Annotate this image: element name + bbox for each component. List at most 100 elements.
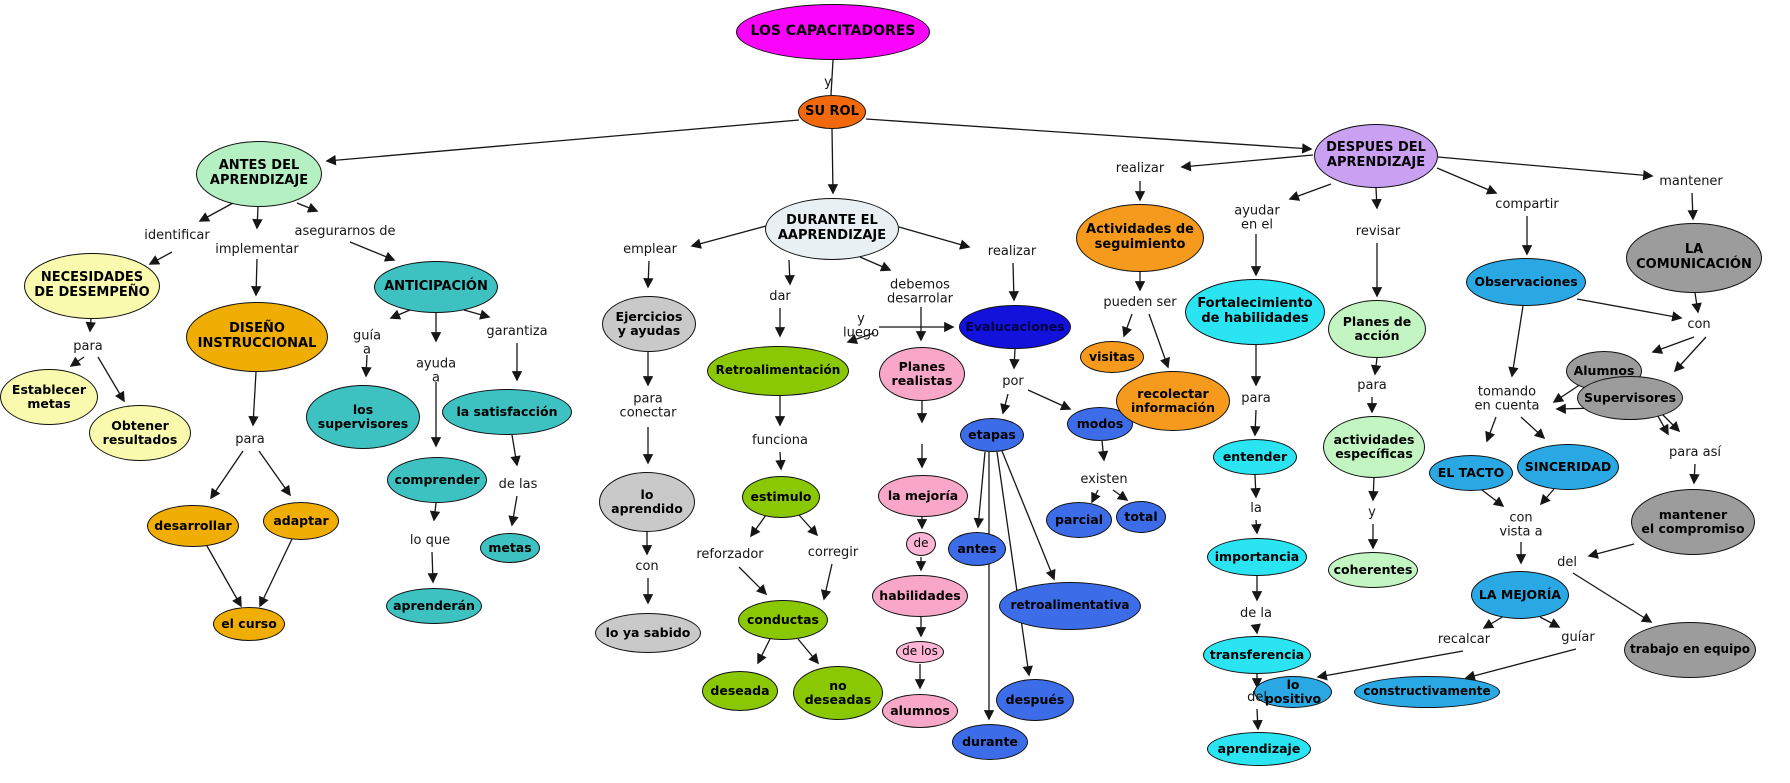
node-durante[interactable]: durante xyxy=(952,724,1028,760)
link-label-con-35[interactable]: con xyxy=(1687,316,1711,332)
node-parcial[interactable]: parcial xyxy=(1046,502,1112,538)
link-label-para-5[interactable]: para xyxy=(235,431,265,447)
link-label-tomando-en-cuenta-36[interactable]: tomando en cuenta xyxy=(1474,384,1540,414)
node-antes[interactable]: antes xyxy=(948,532,1006,566)
node-observaciones[interactable]: Observaciones xyxy=(1466,258,1586,306)
node-lo-ya-sabido[interactable]: lo ya sabido xyxy=(595,613,701,653)
node-necesidades-de-desempeno[interactable]: NECESIDADES DE DESEMPEÑO xyxy=(24,253,160,319)
node-visitas[interactable]: visitas xyxy=(1080,341,1144,373)
node-trabajo-en-equipo[interactable]: trabajo en equipo xyxy=(1624,622,1756,678)
link-label-guiar-39[interactable]: guíar xyxy=(1561,629,1595,645)
link-label-del-29[interactable]: del xyxy=(1247,689,1267,705)
link-label-compartir-33[interactable]: compartir xyxy=(1495,196,1559,212)
node-comprender[interactable]: comprender xyxy=(387,457,487,503)
node-estimulo[interactable]: estimulo xyxy=(742,476,820,518)
node-modos[interactable]: modos xyxy=(1067,407,1133,441)
link-label-con-14[interactable]: con xyxy=(635,558,659,574)
node-metas[interactable]: metas xyxy=(480,533,540,563)
link-label-emplear-11[interactable]: emplear xyxy=(623,241,677,257)
node-coherentes[interactable]: coherentes xyxy=(1328,552,1418,588)
node-constructivamente[interactable]: constructivamente xyxy=(1354,676,1500,708)
node-adaptar[interactable]: adaptar xyxy=(263,502,339,540)
node-desarrollar[interactable]: desarrollar xyxy=(147,505,239,547)
node-total[interactable]: total xyxy=(1116,501,1166,533)
link-label-revisar-30[interactable]: revisar xyxy=(1355,223,1401,239)
node-despues[interactable]: después xyxy=(996,679,1074,721)
node-actividades-especificas[interactable]: actividades específicas xyxy=(1323,416,1425,478)
link-label-la-27[interactable]: la xyxy=(1250,500,1262,516)
link-label-por-21[interactable]: por xyxy=(1002,373,1024,389)
link-label-funciona-15[interactable]: funciona xyxy=(752,432,808,448)
node-aprenderan[interactable]: aprenderán xyxy=(386,588,482,624)
link-label-para-asi-40[interactable]: para así xyxy=(1668,444,1722,460)
node-durante-el-aaprendizaje[interactable]: DURANTE EL AAPRENDIZAJE xyxy=(765,198,899,260)
node-retroalimentativa[interactable]: retroalimentativa xyxy=(999,582,1141,630)
node-deseada[interactable]: deseada xyxy=(702,671,778,711)
node-transferencia[interactable]: transferencia xyxy=(1203,636,1311,674)
node-retroalimentacion[interactable]: Retroalimentación xyxy=(707,346,849,396)
node-etapas[interactable]: etapas xyxy=(960,418,1024,452)
node-actividades-de-seguimiento[interactable]: Actividades de seguimiento xyxy=(1076,204,1204,272)
link-label-corregir-17[interactable]: corregir xyxy=(807,544,859,560)
node-los-capacitadores[interactable]: LOS CAPACITADORES xyxy=(736,4,930,60)
link-label-para-26[interactable]: para xyxy=(1241,390,1271,406)
node-la-satisfaccion[interactable]: la satisfacción xyxy=(442,389,572,435)
link-label-y-32[interactable]: y xyxy=(1368,504,1376,520)
node-habilidades[interactable]: habilidades xyxy=(872,575,968,617)
node-importancia[interactable]: importancia xyxy=(1207,538,1307,576)
node-anticipacion[interactable]: ANTICIPACIÓN xyxy=(374,261,498,313)
node-lo-positivo[interactable]: lo positivo xyxy=(1254,676,1332,708)
node-obtener-resultados[interactable]: Obtener resultados xyxy=(89,405,191,461)
link-label-realizar-23[interactable]: realizar xyxy=(1115,160,1165,176)
node-de-los-conector[interactable]: de los xyxy=(896,641,944,663)
link-label-identificar-1[interactable]: identificar xyxy=(144,227,210,243)
link-label-reforzador-16[interactable]: reforzador xyxy=(696,546,764,562)
node-planes-de-accion[interactable]: Planes de acción xyxy=(1328,300,1426,358)
node-el-tacto[interactable]: EL TACTO xyxy=(1429,455,1513,491)
link-label-lo-que-9[interactable]: lo que xyxy=(409,532,451,548)
node-de-conector[interactable]: de xyxy=(906,532,936,556)
node-despues-del-aprendizaje[interactable]: DESPUES DEL APRENDIZAJE xyxy=(1314,124,1438,188)
node-aprendizaje[interactable]: aprendizaje xyxy=(1207,732,1311,766)
node-antes-del-aprendizaje[interactable]: ANTES DEL APRENDIZAJE xyxy=(196,141,322,207)
link-label-mantener-34[interactable]: mantener xyxy=(1659,173,1723,189)
link-label-de-las-10[interactable]: de las xyxy=(498,476,538,492)
link-label-pueden-ser-24[interactable]: pueden ser xyxy=(1103,294,1177,310)
node-supervisores-gris[interactable]: Supervisores xyxy=(1577,376,1683,420)
link-label-existen-22[interactable]: existen xyxy=(1080,471,1128,487)
link-label-de-la-28[interactable]: de la xyxy=(1240,605,1272,621)
node-sinceridad[interactable]: SINCERIDAD xyxy=(1517,444,1619,490)
node-su-rol[interactable]: SU ROL xyxy=(798,95,866,129)
link-label-dar-12[interactable]: dar xyxy=(769,288,791,304)
link-label-y-0[interactable]: y xyxy=(824,74,832,90)
link-label-guia-a-6[interactable]: guía a xyxy=(352,328,382,358)
node-los-supervisores[interactable]: los supervisores xyxy=(306,385,420,449)
node-ejercicios-y-ayudas[interactable]: Ejercicios y ayudas xyxy=(602,296,696,352)
link-label-para-4[interactable]: para xyxy=(73,338,103,354)
link-label-y-luego-19[interactable]: y luego xyxy=(842,311,880,341)
link-label-recalcar-38[interactable]: recalcar xyxy=(1437,631,1491,647)
node-alumnos[interactable]: alumnos xyxy=(882,694,958,728)
link-label-garantiza-8[interactable]: garantiza xyxy=(486,323,548,339)
node-conductas[interactable]: conductas xyxy=(738,600,828,640)
link-label-para-conectar-13[interactable]: para conectar xyxy=(619,391,677,421)
node-entender[interactable]: entender xyxy=(1213,439,1297,475)
node-evalucaciones[interactable]: Evalucaciones xyxy=(959,305,1071,349)
link-label-del-41[interactable]: del xyxy=(1557,554,1577,570)
link-label-ayuda-a-7[interactable]: ayuda a xyxy=(415,356,457,386)
link-label-debemos-desarrolar-18[interactable]: debemos desarrolar xyxy=(886,277,954,307)
link-label-con-vista-a-37[interactable]: con vista a xyxy=(1499,510,1543,540)
node-el-curso[interactable]: el curso xyxy=(213,607,285,641)
node-planes-realistas[interactable]: Planes realistas xyxy=(879,347,965,401)
node-mantener-el-compromiso[interactable]: mantener el compromiso xyxy=(1631,489,1755,555)
node-diseno-instruccional[interactable]: DISEÑO INSTRUCCIONAL xyxy=(186,302,328,372)
node-establecer-metas[interactable]: Establecer metas xyxy=(0,369,98,425)
node-lo-aprendido[interactable]: lo aprendido xyxy=(599,472,695,532)
node-la-mejoria[interactable]: la mejoría xyxy=(878,475,968,517)
link-label-para-31[interactable]: para xyxy=(1357,377,1387,393)
node-no-deseadas[interactable]: no deseadas xyxy=(793,666,883,720)
link-label-realizar-20[interactable]: realizar xyxy=(987,243,1037,259)
node-la-comunicacion[interactable]: LA COMUNICACIÓN xyxy=(1626,223,1762,293)
link-label-asegurarnos-de-3[interactable]: asegurarnos de xyxy=(294,223,396,239)
node-fortalecimiento-de-habilidades[interactable]: Fortalecimiento de habilidades xyxy=(1185,279,1325,345)
